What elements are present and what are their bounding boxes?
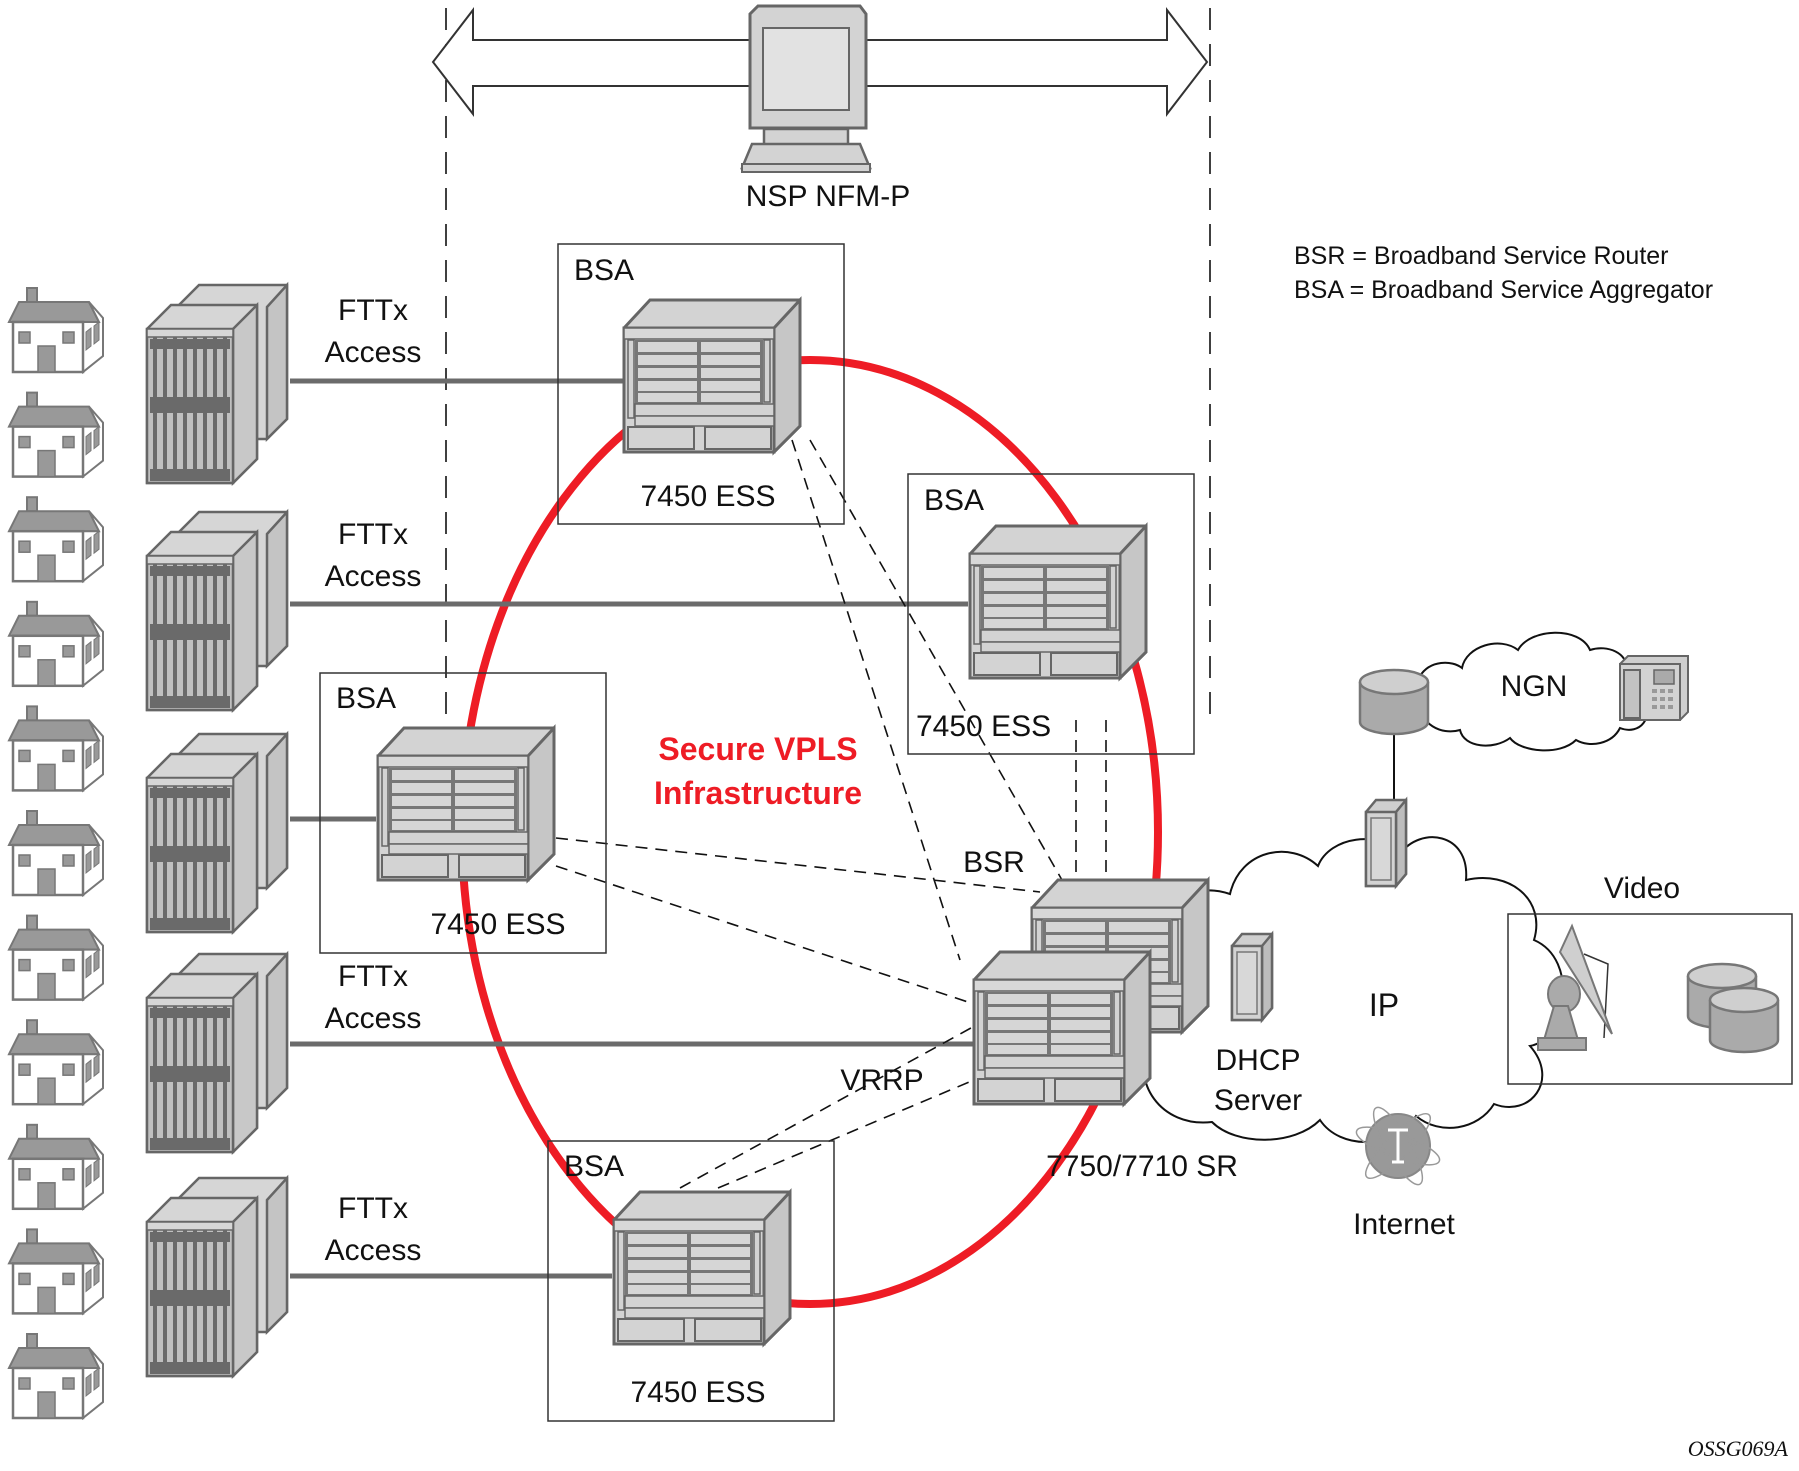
dhcp-server[interactable]: DHCP Server [1214, 932, 1302, 1117]
server-tower-icon [1364, 798, 1408, 888]
workstation-icon [740, 4, 872, 173]
access-label-1-line2: Access [325, 336, 422, 369]
device-label: 7450 ESS [430, 908, 565, 941]
access-links [290, 378, 974, 1279]
access-label-3-line2: Access [325, 1002, 422, 1035]
house-icon [7, 286, 105, 374]
access-node-icon [145, 510, 289, 712]
vrrp-label: VRRP [840, 1064, 923, 1097]
internet-label: Internet [1353, 1208, 1455, 1241]
vpls-link [809, 439, 1063, 881]
legend-bsa: BSA = Broadband Service Aggregator [1294, 276, 1713, 304]
house-icon [7, 1228, 105, 1315]
access-label-4-line2: Access [325, 1234, 422, 1267]
access-node-icon [145, 283, 289, 485]
house-icon [7, 600, 105, 688]
router-chassis-icon [612, 1190, 792, 1346]
telephone-icon [1619, 655, 1689, 721]
access-node-icon [145, 952, 289, 1154]
video-label: Video [1604, 872, 1680, 905]
router-chassis-icon [972, 950, 1152, 1106]
satellite-dish-icon [1537, 923, 1613, 1051]
internet-globe-icon [1355, 1106, 1441, 1186]
vpls-link [555, 837, 1041, 893]
server-tower-icon [1230, 932, 1274, 1022]
device-label: 7450 ESS [630, 1376, 765, 1409]
vrrp-link [717, 1079, 975, 1189]
bsr-label: BSR [963, 846, 1025, 879]
house-icon [7, 914, 105, 1001]
dhcp-label-line1: DHCP [1215, 1044, 1300, 1077]
bsr-node[interactable]: BSR 7750/7710 SR VRRP [840, 846, 1238, 1183]
bsa-label: BSA [924, 484, 984, 517]
bsa-label: BSA [336, 682, 396, 715]
bsa-node-1[interactable]: BSA 7450 ESS [557, 243, 845, 525]
bsa-label: BSA [564, 1150, 624, 1183]
bsr-device-label: 7750/7710 SR [1046, 1150, 1238, 1183]
access-label-1-line1: FTTx [338, 294, 408, 327]
dhcp-label-line2: Server [1214, 1084, 1302, 1117]
bsa-box [557, 243, 845, 525]
access-label-4-line1: FTTx [338, 1192, 408, 1225]
vpls-link [555, 865, 975, 1005]
device-label: 7450 ESS [640, 480, 775, 513]
ip-cloud-label: IP [1369, 987, 1399, 1023]
access-label-2-line2: Access [325, 560, 422, 593]
access-label-3-line1: FTTx [338, 960, 408, 993]
access-node-icon [145, 732, 289, 934]
router-chassis-icon [622, 298, 802, 454]
ring-title-line1: Secure VPLS [658, 731, 857, 767]
ngn-cloud-label: NGN [1501, 670, 1568, 703]
house-icon [7, 495, 105, 583]
access-node-icon [145, 1176, 289, 1378]
house-icon [7, 705, 105, 792]
router-chassis-icon [376, 726, 556, 882]
bsa-box [319, 672, 607, 954]
legend-bsr: BSR = Broadband Service Router [1294, 242, 1669, 270]
house-icon [7, 1018, 105, 1106]
bsa-label: BSA [574, 254, 634, 287]
video-storage-icon [1686, 962, 1780, 1054]
house-icon [7, 809, 105, 897]
database-icon [1358, 668, 1430, 736]
house-icon [7, 1332, 105, 1420]
ring-title-line2: Infrastructure [654, 775, 862, 811]
device-label: 7450 ESS [916, 710, 1051, 743]
house-icon [7, 391, 105, 478]
bsa-node-3[interactable]: BSA 7450 ESS [319, 672, 607, 954]
bsa-node-4[interactable]: BSA 7450 ESS [547, 1140, 835, 1422]
bsa-box [547, 1140, 835, 1422]
video-box [1507, 913, 1793, 1085]
subscriber-houses [7, 286, 105, 1420]
house-icon [7, 1123, 105, 1211]
bsa-box [907, 473, 1195, 755]
vpls-links [555, 439, 1107, 1189]
bsa-node-2[interactable]: BSA 7450 ESS [907, 473, 1195, 755]
vpls-link [791, 439, 961, 961]
video-head-end[interactable]: Video [1507, 872, 1793, 1085]
router-chassis-icon [968, 524, 1148, 680]
management-label: NSP NFM-P [746, 180, 910, 213]
figure-id: OSSG069A [1688, 1436, 1789, 1461]
access-label-2-line1: FTTx [338, 518, 408, 551]
